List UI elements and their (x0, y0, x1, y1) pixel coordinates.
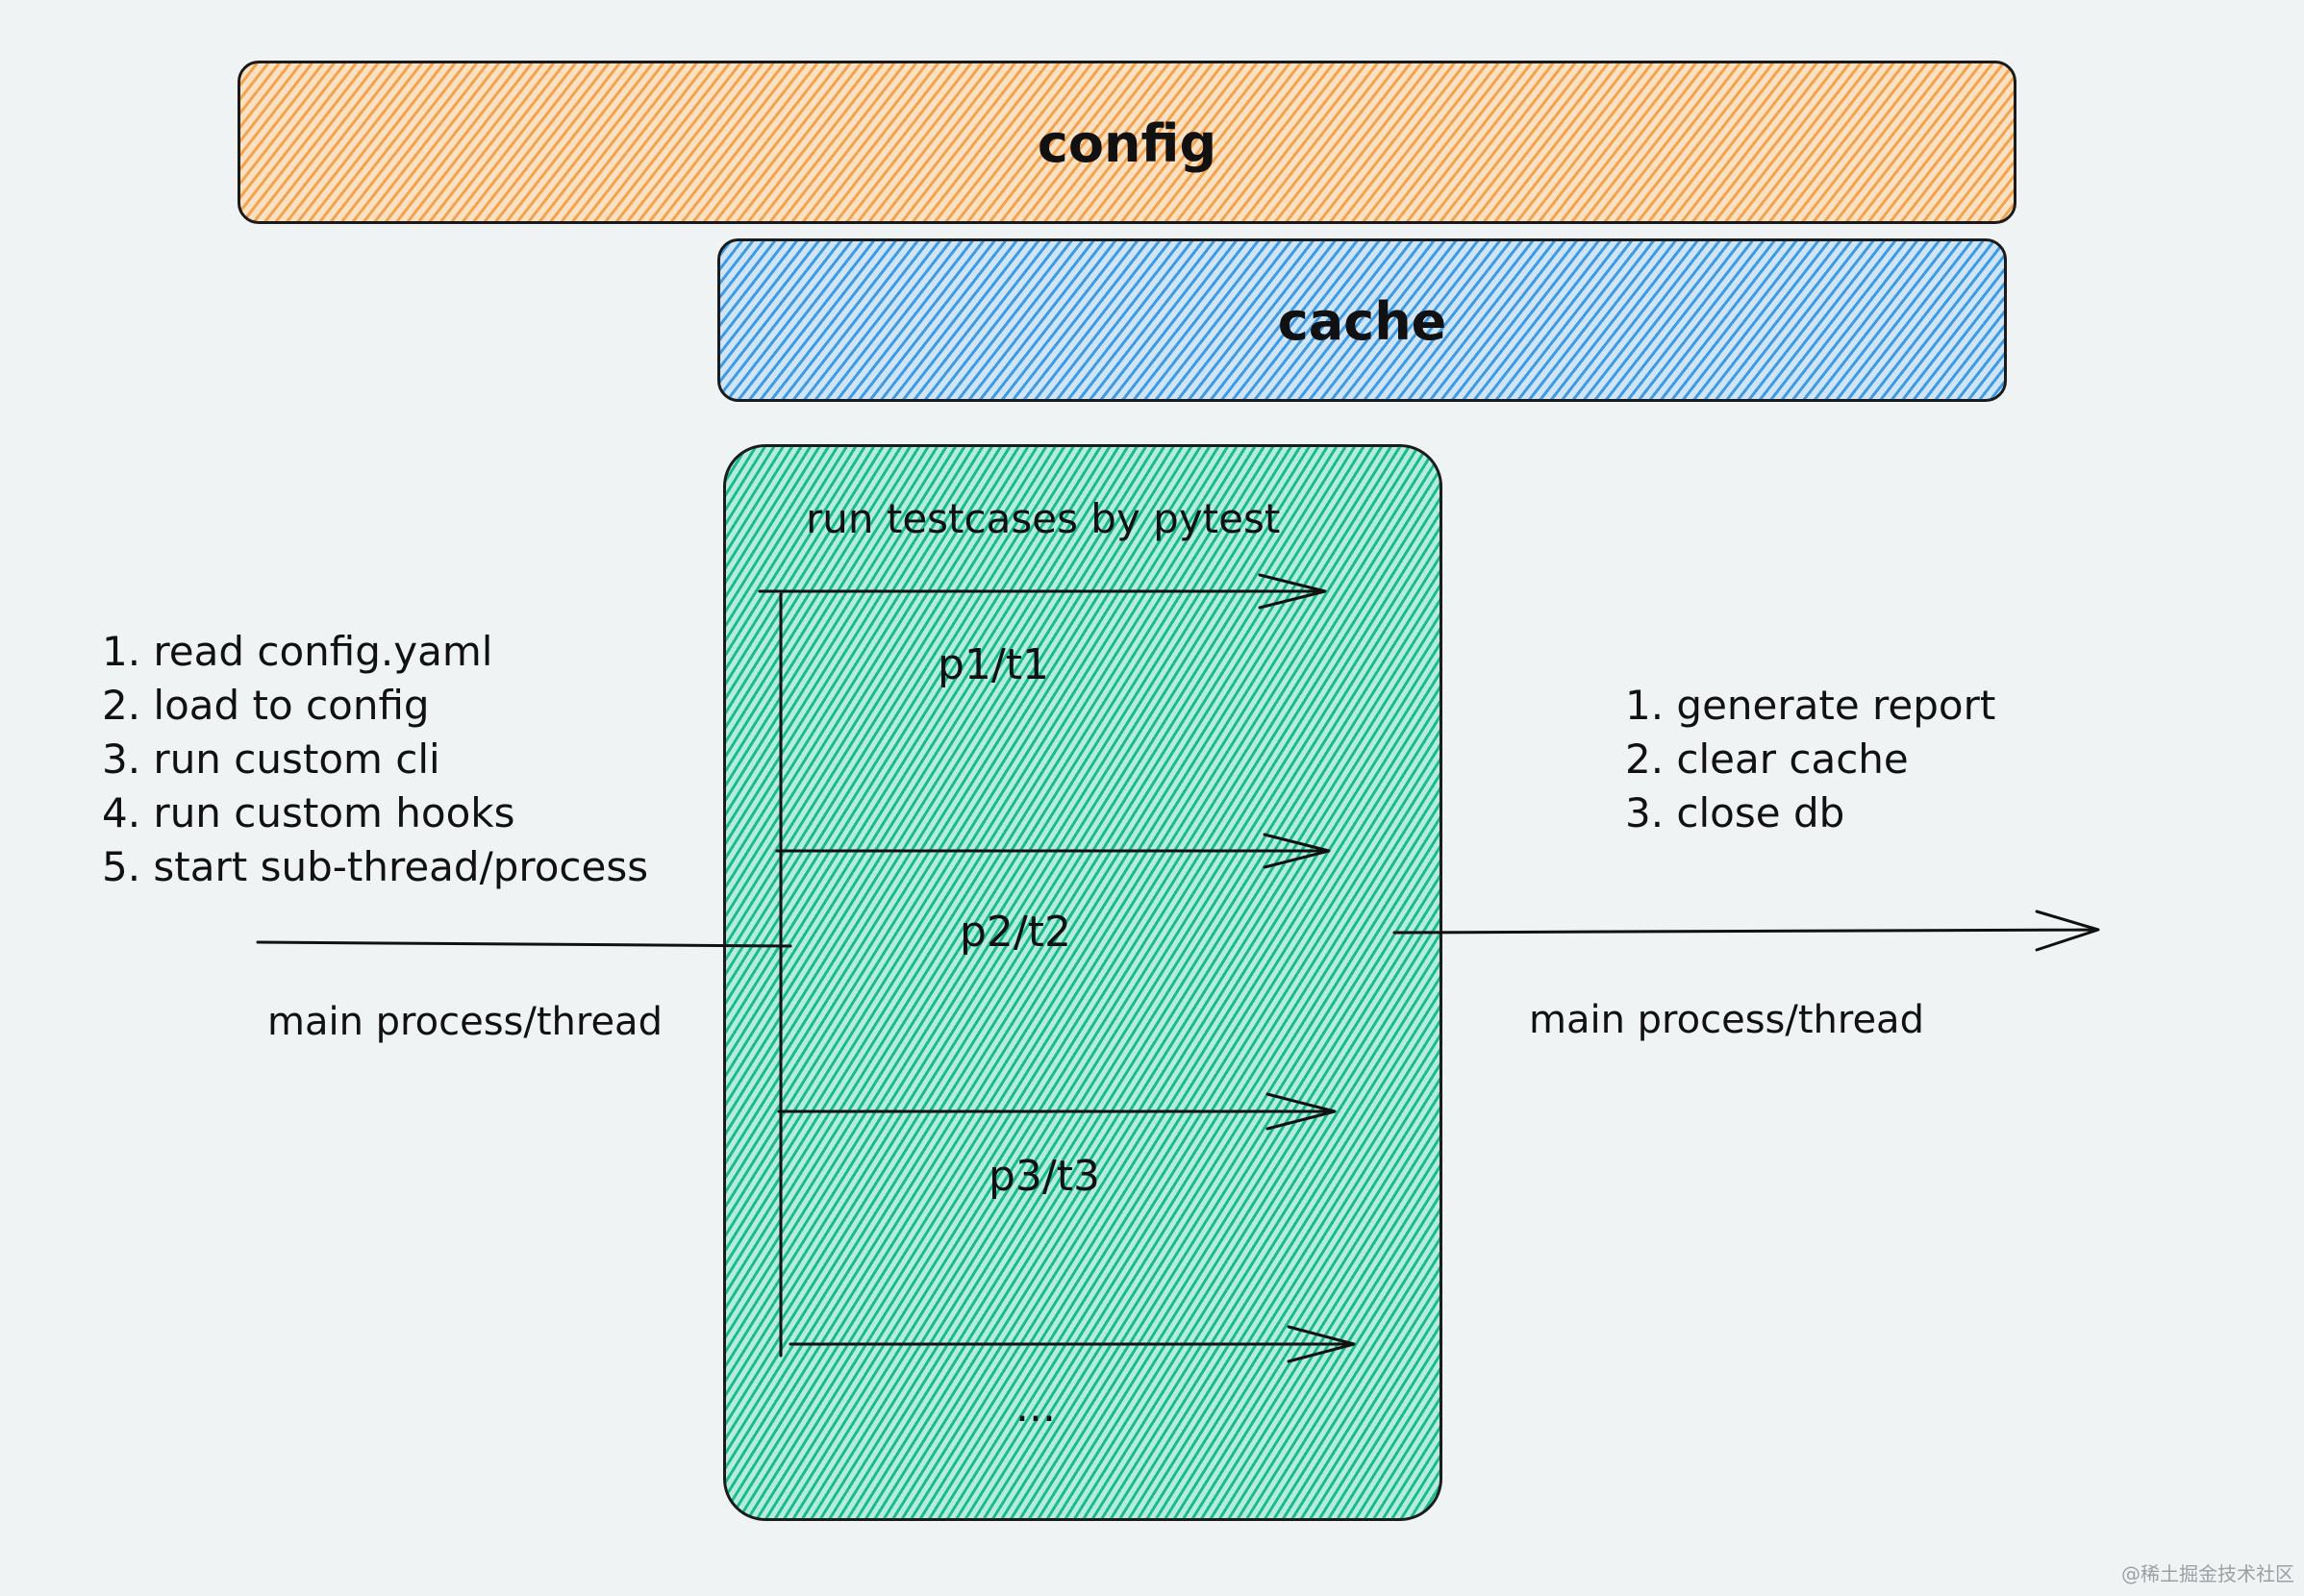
lane-arrow-4 (789, 1325, 1356, 1363)
startup-step: 5. start sub-thread/process (102, 843, 649, 890)
cache-box (717, 238, 2007, 402)
pytest-box (723, 444, 1442, 1521)
lane-label-p2-t2: p2/t2 (960, 908, 1071, 957)
config-box (238, 61, 2016, 224)
config-label: config (1037, 113, 1217, 174)
startup-step: 2. load to config (102, 682, 430, 729)
lane-label-p3-t3: p3/t3 (989, 1152, 1100, 1201)
lane-arrow-1 (758, 573, 1327, 610)
lane-label-ellipsis: ... (1015, 1383, 1056, 1432)
teardown-steps-list: 1. generate report 2. clear cache 3. clo… (1625, 679, 1995, 840)
teardown-step: 1. generate report (1625, 682, 1996, 729)
lane-arrow-2 (775, 833, 1331, 869)
startup-step: 4. run custom hooks (102, 789, 515, 836)
cache-label: cache (1277, 291, 1447, 352)
main-line-out-arrow (1392, 910, 2100, 952)
startup-step: 1. read config.yaml (102, 628, 493, 675)
teardown-step: 3. close db (1625, 789, 1845, 836)
lane-label-p1-t1: p1/t1 (938, 640, 1049, 689)
teardown-step: 2. clear cache (1625, 736, 1909, 783)
main-line-in (256, 940, 792, 948)
watermark: @稀土掘金技术社区 (2121, 1562, 2294, 1585)
pytest-title: run testcases by pytest (806, 495, 1281, 542)
main-process-caption-left: main process/thread (267, 1000, 663, 1044)
main-process-caption-right: main process/thread (1529, 998, 1924, 1042)
startup-steps-list: 1. read config.yaml 2. load to config 3.… (102, 625, 648, 894)
lane-arrow-3 (777, 1092, 1337, 1131)
startup-step: 3. run custom cli (102, 736, 440, 783)
